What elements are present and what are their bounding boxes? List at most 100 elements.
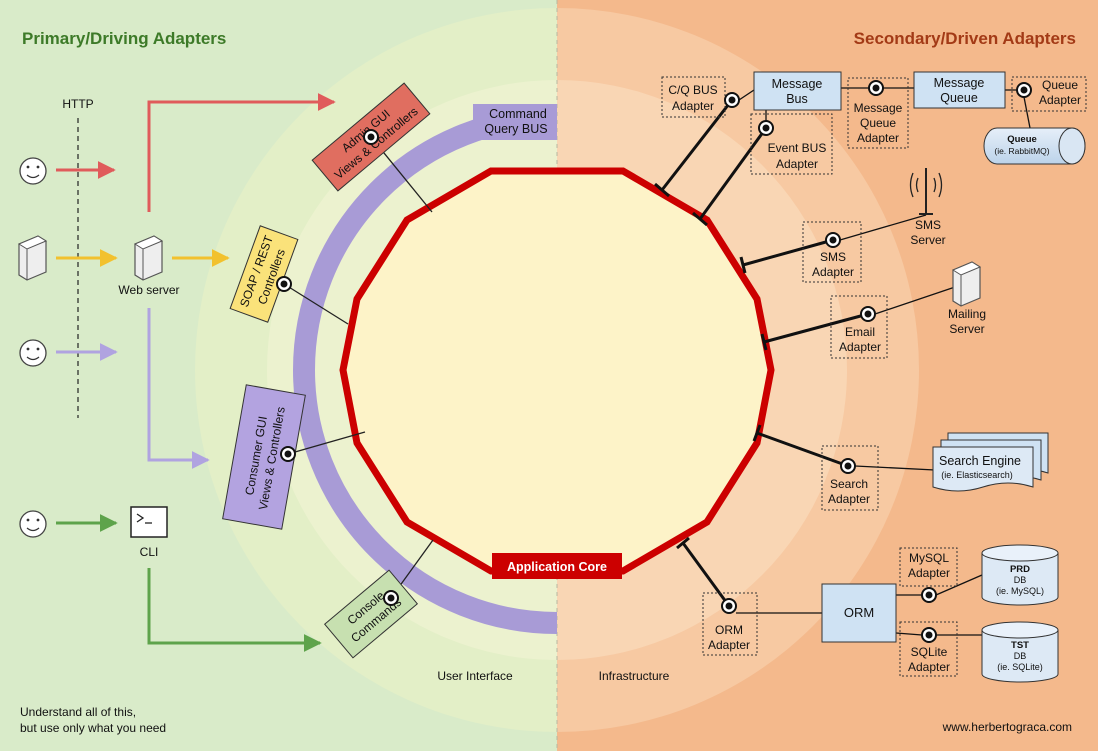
search-engine-title: Search Engine xyxy=(939,454,1021,468)
event-bus-adapter-line2: Adapter xyxy=(776,157,818,171)
arrow-to-consumer-gui xyxy=(147,308,210,469)
cli-label: CLI xyxy=(140,545,159,559)
port-icon xyxy=(280,446,296,462)
search-adapter-line1: Search xyxy=(830,477,868,491)
smiley-icon xyxy=(19,157,47,185)
tst-db-cylinder[interactable]: TST DB (ie. SQLite) xyxy=(981,621,1059,683)
message-bus-box[interactable]: Message Bus xyxy=(753,71,842,111)
message-bus-line2: Bus xyxy=(786,92,808,106)
port-icon xyxy=(363,129,379,145)
arrow-to-console xyxy=(147,568,322,652)
cq-bus-adapter-line2: Adapter xyxy=(672,99,714,113)
orm-box[interactable]: ORM xyxy=(821,583,897,643)
port-icon xyxy=(758,120,774,136)
mailing-server-line2: Server xyxy=(949,322,984,336)
terminal-icon xyxy=(130,506,168,538)
email-adapter-box[interactable] xyxy=(830,295,888,359)
cq-bus-adapter-box[interactable] xyxy=(661,76,726,118)
search-engine-docs[interactable]: Search Engine (ie. Elasticsearch) xyxy=(932,432,1049,492)
port-icon xyxy=(721,598,737,614)
prd-db-cylinder[interactable]: PRD DB (ie. MySQL) xyxy=(981,544,1059,606)
email-connector xyxy=(763,312,869,344)
email-adapter-line1: Email xyxy=(845,325,875,339)
soap-connector xyxy=(283,283,349,325)
port-icon xyxy=(840,458,856,474)
application-core-label: Application Core xyxy=(507,560,607,574)
event-bus-connector xyxy=(698,127,768,220)
mysql-adapter-line2: Adapter xyxy=(908,566,950,580)
web-server-label: Web server xyxy=(118,283,179,297)
infrastructure-label: Infrastructure xyxy=(599,669,670,683)
tst-db: DB xyxy=(1014,651,1027,661)
sqlite-adapter-box[interactable] xyxy=(899,621,958,677)
search-adapter-box[interactable] xyxy=(821,445,879,511)
queue-adapter-line1: Queue xyxy=(1042,78,1078,92)
port-icon xyxy=(724,92,740,108)
port-icon xyxy=(825,232,841,248)
orm-label: ORM xyxy=(844,605,874,620)
user-interface-label: User Interface xyxy=(437,669,513,683)
port-icon xyxy=(1016,82,1032,98)
mq-adapter-line3: Adapter xyxy=(857,131,899,145)
mq-adapter-line2: Queue xyxy=(860,116,896,130)
sms-adapter-box[interactable] xyxy=(802,221,862,283)
sqlite-adapter-line2: Adapter xyxy=(908,660,950,674)
event-bus-adapter-box[interactable] xyxy=(750,113,833,175)
tst-sub: (ie. SQLite) xyxy=(997,662,1043,672)
command-query-bus-line2: Query BUS xyxy=(484,122,547,136)
sms-server-line1: SMS xyxy=(915,218,941,232)
sms-adapter-line1: SMS xyxy=(820,250,846,264)
queue-adapter-box[interactable] xyxy=(1011,76,1087,112)
orm-adapter-line1: ORM xyxy=(715,623,743,637)
application-core-shape xyxy=(339,167,775,575)
event-bus-adapter-line1: Event BUS xyxy=(768,141,827,155)
cq-bus-adapter-line1: C/Q BUS xyxy=(668,83,717,97)
secondary-adapters-heading: Secondary/Driven Adapters xyxy=(854,29,1076,48)
search-engine-subtitle: (ie. Elasticsearch) xyxy=(941,470,1013,480)
search-connector xyxy=(756,431,849,468)
cq-bus-connector xyxy=(660,99,734,191)
queue-cylinder[interactable]: Queue (ie. RabbitMQ) xyxy=(983,127,1086,165)
search-adapter-line2: Adapter xyxy=(828,492,870,506)
message-bus-line1: Message xyxy=(772,77,823,91)
mailing-server-line1: Mailing xyxy=(948,307,986,321)
application-core-label-box xyxy=(492,553,622,579)
mq-adapter-line1: Message xyxy=(854,101,903,115)
orm-connector xyxy=(681,542,731,607)
port-icon xyxy=(921,587,937,603)
footer-credit: www.herbertograca.com xyxy=(942,720,1072,734)
primary-adapters-heading: Primary/Driving Adapters xyxy=(22,29,226,48)
queue-title: Queue xyxy=(1007,134,1037,145)
arrow-to-admin-gui xyxy=(147,93,336,212)
prd-db: DB xyxy=(1014,575,1027,585)
email-adapter-line2: Adapter xyxy=(839,340,881,354)
message-queue-line1: Message xyxy=(934,76,985,90)
mysql-adapter-box[interactable] xyxy=(899,547,958,587)
port-icon xyxy=(868,80,884,96)
orm-adapter-box[interactable] xyxy=(702,592,758,656)
mysql-adapter-line1: MySQL xyxy=(909,551,949,565)
sqlite-adapter-line1: SQLite xyxy=(911,645,948,659)
server-icon xyxy=(17,235,48,281)
smiley-icon xyxy=(19,510,47,538)
command-query-bus-label-box xyxy=(473,104,557,140)
command-query-bus-arc xyxy=(293,106,558,634)
message-queue-line2: Queue xyxy=(940,91,978,105)
prd-sub: (ie. MySQL) xyxy=(996,586,1044,596)
queue-adapter-line2: Adapter xyxy=(1039,93,1081,107)
port-icon xyxy=(921,627,937,643)
prd-title: PRD xyxy=(1010,564,1030,575)
sms-connector xyxy=(742,238,834,267)
message-queue-box[interactable]: Message Queue xyxy=(913,71,1006,109)
footer-note-line2: but use only what you need xyxy=(20,721,166,735)
port-icon xyxy=(276,276,292,292)
http-label: HTTP xyxy=(62,97,93,111)
tst-title: TST xyxy=(1011,640,1029,651)
antenna-icon xyxy=(909,168,943,215)
queue-subtitle: (ie. RabbitMQ) xyxy=(994,146,1049,156)
port-icon xyxy=(860,306,876,322)
message-queue-adapter-box[interactable] xyxy=(847,77,909,149)
command-query-bus-line1: Command xyxy=(489,107,547,121)
